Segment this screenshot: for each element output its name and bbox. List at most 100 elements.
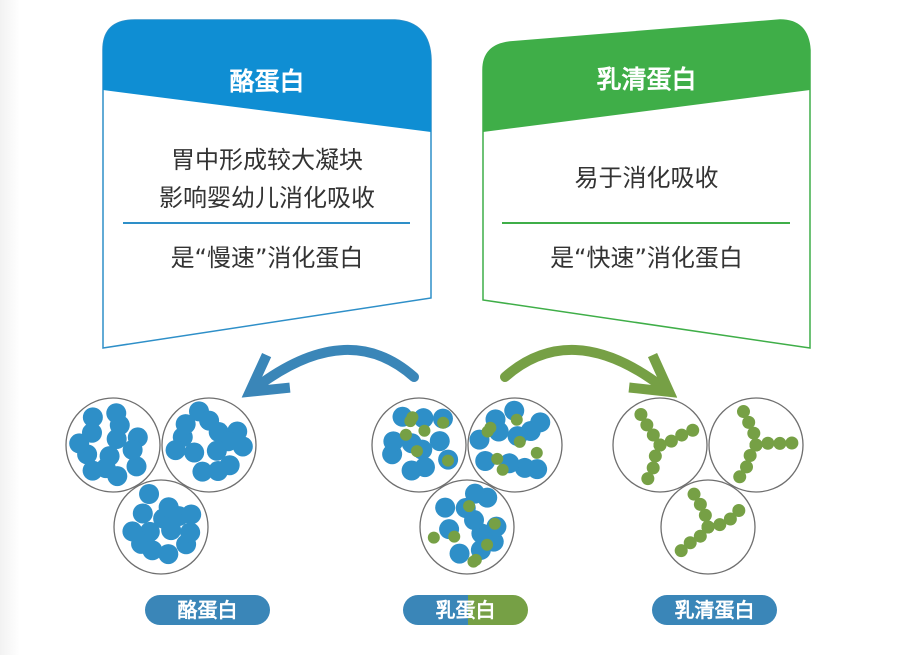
micelle-outline (113, 479, 209, 575)
micelle-outline (65, 397, 161, 493)
whey-particle (427, 531, 440, 544)
micelle-outline (708, 397, 804, 493)
casein-particle (219, 455, 240, 476)
whey-particle (736, 405, 750, 419)
whey-particle (648, 449, 662, 463)
whey-particle (481, 425, 494, 438)
casein-particle (181, 504, 202, 525)
whey-particle (683, 536, 697, 550)
whey-particle (723, 512, 737, 526)
whey-particle (701, 520, 715, 534)
casein-particle (122, 439, 143, 460)
micelle-outline (161, 397, 257, 493)
whey-protein-cluster (612, 397, 804, 575)
casein-card-line1: 胃中形成较大凝块 (171, 146, 363, 174)
micelle-outline (660, 479, 756, 575)
whey-particle (410, 445, 423, 458)
whey-card-summary: 是“快速”消化蛋白 (550, 244, 743, 272)
whey-particle (646, 428, 660, 442)
casein-particle (81, 422, 102, 443)
whey-particle (641, 472, 655, 486)
whey-particle (640, 418, 654, 432)
whey-label-pill: 乳清蛋白 (652, 595, 777, 625)
casein-particle (465, 483, 486, 504)
whey-particle (693, 529, 707, 543)
whey-particle (674, 544, 688, 558)
micelle-outline (371, 397, 467, 493)
casein-particle (180, 522, 201, 543)
milk-protein-cluster (371, 397, 563, 575)
casein-particle (527, 459, 548, 480)
casein-card-header (103, 20, 431, 132)
whey-particle (675, 428, 689, 442)
whey-particle (634, 407, 648, 421)
casein-particle (464, 510, 485, 531)
casein-particle (126, 456, 147, 477)
casein-particle (232, 436, 253, 457)
whey-particle (732, 504, 746, 518)
page-edge-shadow (0, 0, 20, 655)
whey-particle (510, 413, 523, 426)
micelle-outline (419, 479, 515, 575)
casein-particle (429, 431, 450, 452)
whey-particle (698, 508, 712, 522)
casein-card (102, 19, 432, 349)
whey-particle (761, 436, 775, 450)
whey-particle (467, 555, 480, 568)
whey-particle (491, 452, 504, 465)
casein-card-title: 酪蛋白 (229, 67, 305, 96)
whey-particle (743, 448, 757, 462)
casein-micelle-cluster (65, 397, 257, 575)
casein-particle (139, 484, 160, 505)
whey-particle (687, 487, 701, 501)
whey-particle (740, 460, 754, 474)
whey-particle (747, 426, 761, 440)
whey-particle (399, 428, 412, 441)
casein-particle (158, 544, 179, 565)
casein-particle (184, 442, 205, 463)
casein-particle (175, 414, 196, 435)
whey-particle (513, 435, 526, 448)
whey-particle (785, 436, 799, 450)
casein-particle (401, 460, 422, 481)
whey-particle (463, 500, 476, 513)
whey-card-header (483, 20, 810, 132)
casein-card-line2: 影响婴幼儿消化吸收 (159, 184, 375, 212)
whey-particle (733, 470, 747, 484)
casein-particle (142, 540, 163, 561)
whey-particle (481, 538, 494, 551)
whey-particle (713, 518, 727, 532)
whey-particle (646, 461, 660, 475)
casein-particle (475, 450, 496, 471)
whey-particle (686, 423, 700, 437)
casein-particle (106, 403, 127, 424)
whey-particle (664, 434, 678, 448)
casein-particle (530, 412, 551, 433)
casein-particle (106, 429, 127, 450)
casein-particle (435, 497, 456, 518)
casein-particle (82, 407, 103, 428)
micelle-outline (467, 397, 563, 493)
whey-particle (773, 436, 787, 450)
casein-particle (158, 497, 179, 518)
casein-particle (449, 543, 470, 564)
casein-particle (132, 503, 153, 524)
whey-card-title: 乳清蛋白 (596, 65, 697, 94)
casein-particle (206, 440, 227, 461)
whey-particle (448, 530, 461, 543)
whey-particle (488, 517, 501, 530)
micelle-outline (612, 397, 708, 493)
whey-particle (418, 424, 431, 437)
whey-particle (653, 438, 667, 452)
casein-label-pill: 酪蛋白 (145, 595, 270, 625)
casein-particle (199, 410, 220, 431)
casein-particle (383, 431, 404, 452)
whey-particle (530, 446, 543, 459)
arrow-to-whey (500, 345, 678, 398)
casein-card-summary: 是“慢速”消化蛋白 (170, 244, 364, 272)
whey-particle (404, 415, 417, 428)
milk-protein-label-pill: 乳蛋白 (403, 595, 528, 625)
casein-particle (82, 460, 103, 481)
whey-particle (496, 463, 509, 476)
